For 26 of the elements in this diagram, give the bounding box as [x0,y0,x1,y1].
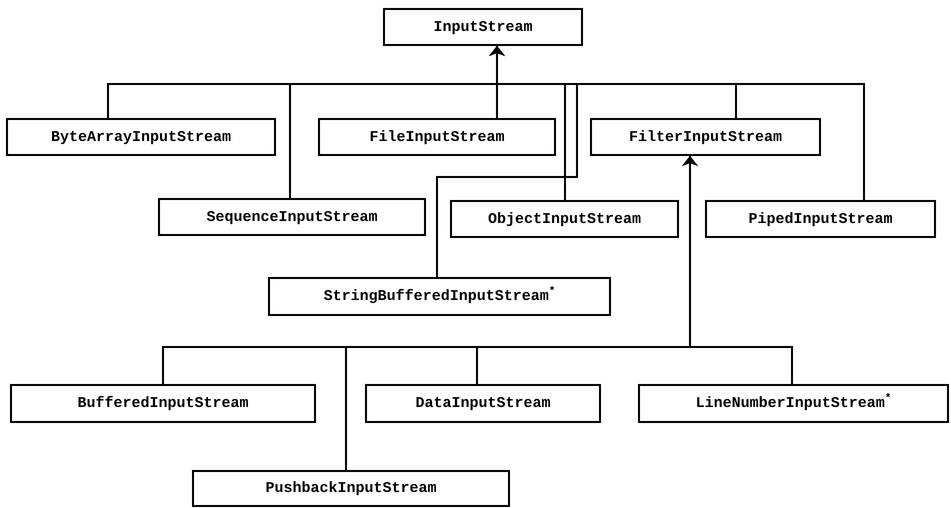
class-box [638,384,949,423]
class-name: SequenceInputStream [206,208,378,226]
class-name: BufferedInputStream [77,395,249,412]
class-name: LineNumberInputStream$^{*}$ [696,395,892,412]
inheritance-arrow [436,46,578,277]
class-box [705,200,936,238]
class-box [318,118,556,156]
class-name: FileInputStream [369,128,505,146]
class-box [10,384,316,423]
class-box [158,198,426,236]
inheritance-arrow [345,156,698,470]
class-name: StringBufferedInputStream$^{*}$ [324,288,556,305]
class-box [268,277,611,316]
class-name: PushbackInputStream [265,480,437,497]
class-box [192,470,510,507]
class-name: FilterInputStream [628,128,782,146]
class-name: InputStream [433,18,533,36]
class-name: ByteArrayInputStream [50,128,232,146]
class-name: PipedInputStream [748,210,893,228]
class-box [590,118,821,156]
class-name: DataInputStream [415,395,551,412]
class-box [365,384,601,423]
class-box [6,118,276,156]
class-box [450,200,679,238]
class-name: ObjectInputStream [488,210,642,228]
class-box [383,8,583,46]
